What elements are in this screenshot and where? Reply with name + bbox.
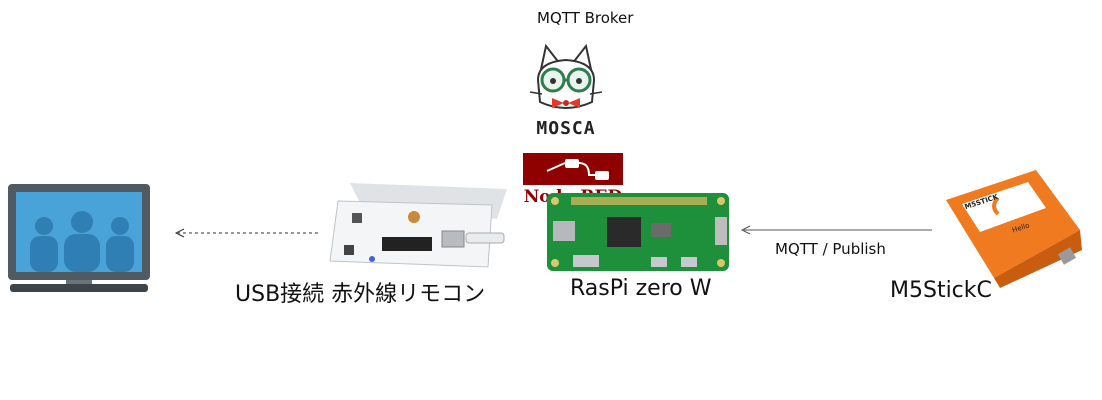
raspi-label: RasPi zero W — [570, 276, 712, 301]
bow-tie-icon — [552, 98, 580, 108]
m5stickc-icon — [946, 170, 1082, 288]
mosca-logo: MOSCA — [526, 40, 606, 140]
arrow-raspi-to-remote-pc — [174, 228, 318, 238]
m5stickc-label: M5StickC — [890, 278, 992, 303]
broker-label: MQTT Broker — [537, 9, 634, 27]
ir-remote-board-icon — [329, 183, 507, 268]
cat-icon — [529, 43, 603, 109]
desktop-computer-icon — [8, 184, 150, 292]
m5stickc-device: M5STICK C Hello — [940, 170, 1085, 290]
mosca-text: MOSCA — [536, 118, 596, 139]
raspi-board-icon — [547, 193, 729, 271]
remote-label: USB接続 赤外線リモコン — [235, 282, 486, 307]
ir-remote-device — [322, 183, 512, 275]
arrow-m5-to-raspi — [740, 225, 932, 235]
flow-nodes-icon — [546, 159, 609, 180]
mqtt-publish-label: MQTT / Publish — [775, 240, 886, 258]
raspi-zero-device — [547, 193, 729, 273]
desktop-computer — [4, 184, 154, 294]
nodered-flow-badge — [523, 153, 623, 185]
